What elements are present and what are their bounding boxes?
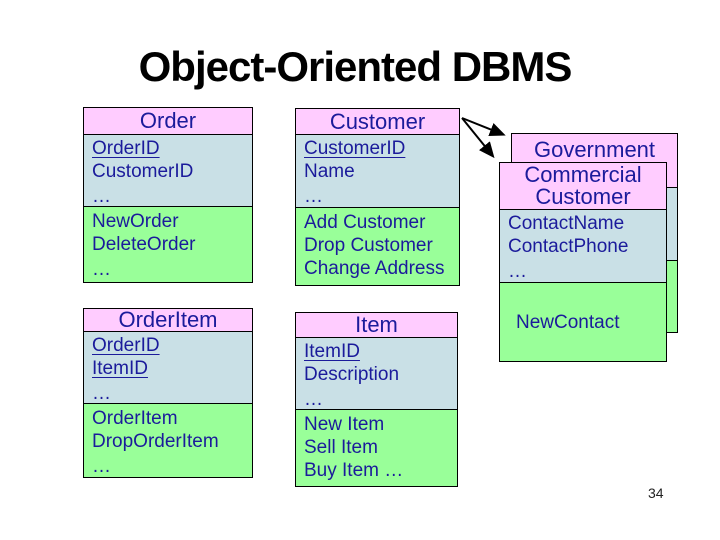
class-name: Government [533,137,656,162]
method: Change Address [304,258,445,279]
attribute: ItemID [92,358,148,379]
class-box-item: Item ItemID Description … New Item Sell … [295,312,458,487]
class-box-commercial-customer: Commercial Customer ContactName ContactP… [499,162,667,362]
page-number: 34 [648,485,664,501]
class-name: Item [355,312,398,337]
class-attributes: OrderID ItemID … [84,332,252,404]
method: OrderItem [92,408,178,429]
attribute: ContactName [508,213,625,234]
class-name-line2: Customer [535,184,631,209]
inheritance-line-government [461,117,506,137]
method: New Item [304,414,385,435]
attribute: Description [304,364,400,385]
method: Sell Item [304,437,378,458]
attribute: OrderID [92,138,160,159]
attribute: ItemID [304,341,360,362]
method: NewOrder [92,211,179,232]
method: DeleteOrder [92,234,196,255]
class-box-order: Order OrderID CustomerID … NewOrder Dele… [83,107,253,283]
attribute: CustomerID [92,161,194,182]
class-header: Customer [296,109,459,135]
class-box-customer: Customer CustomerID Name … Add Customer … [295,108,460,286]
class-methods: Add Customer Drop Customer Change Addres… [296,208,459,285]
method-ellipsis: … [92,456,111,477]
inheritance-line-commercial-customer [461,117,495,159]
attribute: CustomerID [304,138,406,159]
attribute: ContactPhone [508,236,629,257]
attribute: Name [304,161,355,182]
slide-title: Object-Oriented DBMS [138,43,573,90]
class-attributes: OrderID CustomerID … [84,135,252,207]
class-attributes: CustomerID Name … [296,135,459,208]
method: Buy Item … [304,460,404,481]
class-header: Item [296,313,457,338]
class-name: OrderItem [118,307,218,332]
class-header: Commercial Customer [500,163,666,210]
attribute-ellipsis: … [304,389,323,410]
class-attributes: ContactName ContactPhone … [500,210,666,283]
method: Add Customer [304,212,426,233]
class-methods: New Item Sell Item Buy Item … [296,410,457,486]
class-methods: NewOrder DeleteOrder … [84,207,252,282]
class-header: OrderItem [84,309,252,332]
attribute-ellipsis: … [92,186,111,207]
attribute-ellipsis: … [508,261,527,282]
class-name: Customer [329,108,426,134]
class-name-line1: Commercial [524,162,642,187]
method: Drop Customer [304,235,433,256]
class-name: Order [139,108,197,133]
attribute-ellipsis: … [92,383,111,404]
attribute-ellipsis: … [304,186,323,207]
method-ellipsis: … [92,259,111,280]
class-box-orderitem: OrderItem OrderID ItemID … OrderItem Dro… [83,308,253,478]
attribute: OrderID [92,335,160,356]
class-header: Order [84,108,252,135]
method: DropOrderItem [92,431,219,452]
class-attributes: ItemID Description … [296,338,457,410]
method: NewContact [516,311,620,333]
class-methods: OrderItem DropOrderItem … [84,404,252,477]
class-methods: NewContact [500,283,666,361]
